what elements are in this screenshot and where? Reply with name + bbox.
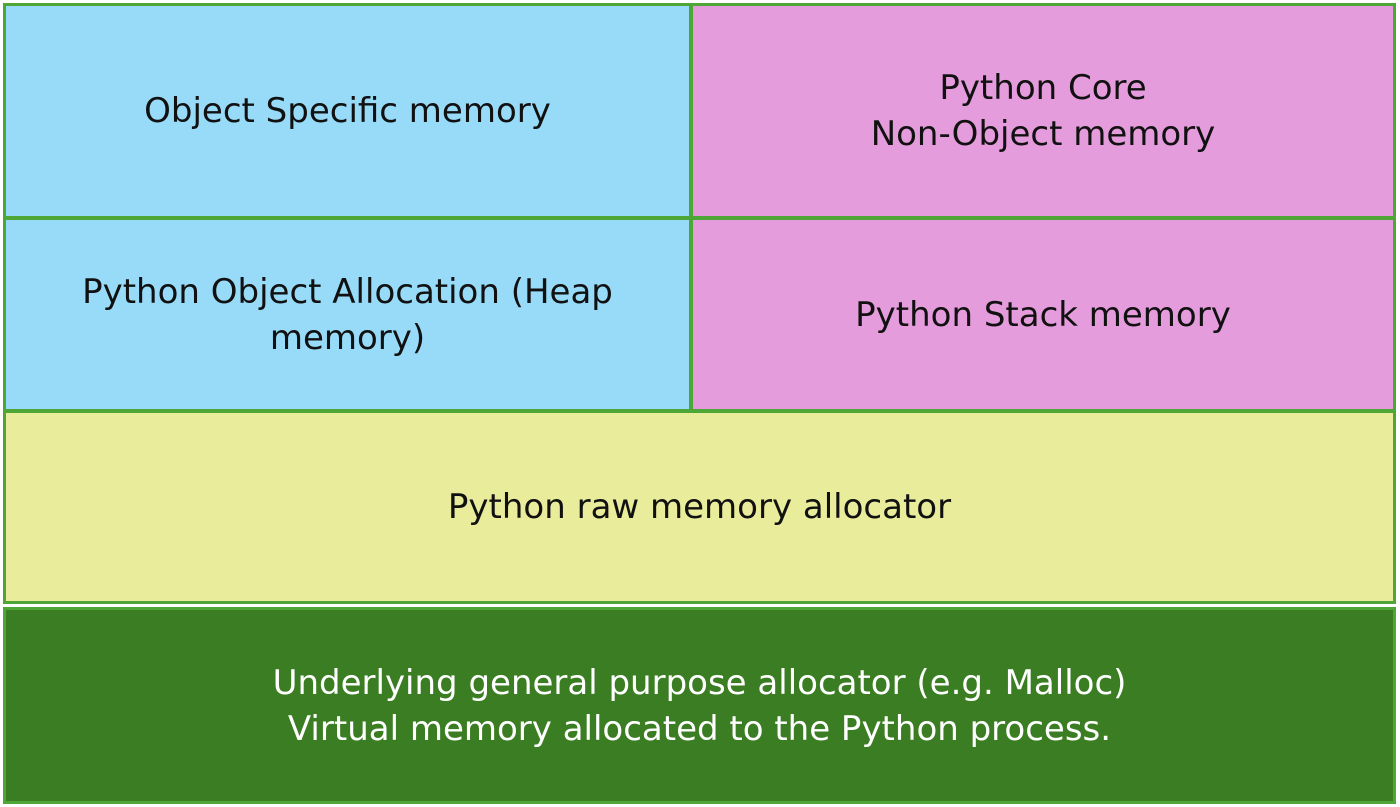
core-non-object-memory-block: Python Core Non-Object memory <box>690 3 1396 219</box>
block-label: Python Object Allocation (Heap memory) <box>82 269 613 361</box>
object-specific-memory-block: Object Specific memory <box>3 3 692 219</box>
block-label: Python Stack memory <box>855 292 1231 338</box>
block-label: Underlying general purpose allocator (e.… <box>273 660 1127 752</box>
block-label-line: memory) <box>269 317 426 358</box>
raw-memory-allocator-block: Python raw memory allocator <box>3 410 1396 604</box>
underlying-allocator-block: Underlying general purpose allocator (e.… <box>3 607 1396 804</box>
block-label-line: Python Object Allocation (Heap <box>82 271 613 312</box>
block-label-line: Python Stack memory <box>855 294 1231 335</box>
object-allocation-block: Python Object Allocation (Heap memory) <box>3 217 692 412</box>
stack-memory-block: Python Stack memory <box>690 217 1396 412</box>
block-label-line: Python Core <box>939 68 1147 108</box>
block-label: Python Core Non-Object memory <box>871 65 1216 157</box>
block-label-line: Python raw memory allocator <box>447 487 952 527</box>
block-label-line: Virtual memory allocated to the Python p… <box>287 708 1112 749</box>
block-label-line: Underlying general purpose allocator (e.… <box>272 662 1127 703</box>
block-label: Python raw memory allocator <box>448 484 951 530</box>
block-label: Object Specific memory <box>144 88 551 134</box>
block-label-line: Object Specific memory <box>144 91 551 131</box>
block-label-line: Non-Object memory <box>870 114 1216 154</box>
